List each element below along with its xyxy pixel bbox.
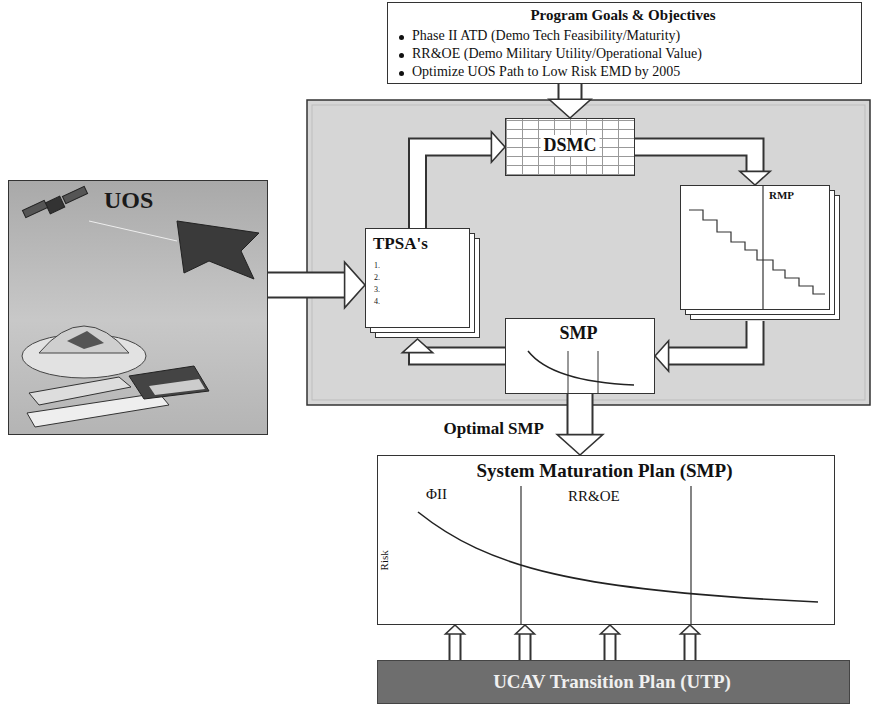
node-title: DSMC [541,135,600,156]
tpsa-stack: TPSA's 1. 2. 3. 4. [365,228,470,328]
flow-arrow [557,394,603,455]
uos-picture: UOS [8,180,268,435]
edge-label: Optimal SMP [441,419,546,439]
flow-arrow [549,84,591,118]
flow-arrow [635,147,770,185]
node-illustration [378,456,834,624]
flow-arrow [681,625,700,660]
smp-chart: SMP [505,318,655,394]
goals-box: Program Goals & ObjectivesPhase II ATD (… [387,2,862,84]
node-title: UOS [104,187,153,215]
node-text: 4. [374,297,380,306]
bullet-dot [399,71,404,76]
node-text: Risk [378,550,391,570]
node-text: RR&OE (Demo Military Utility/Operational… [412,46,702,62]
node-illustration [9,181,267,434]
process-panel [307,100,870,405]
node-text: Phase II ATD (Demo Tech Feasibility/Matu… [412,28,680,44]
flow-arrow [446,625,465,660]
node-title: TPSA's [373,234,428,254]
node-text: 1. [374,261,380,270]
node-text: 3. [374,285,380,294]
node-text: RR&OE [568,488,620,505]
flow-arrow [418,132,506,228]
rmp-stack: RMP [680,185,830,310]
flow-arrow [601,625,620,660]
node-title: SMP [506,323,651,344]
bullet-dot [399,53,404,58]
node-title: System Maturation Plan (SMP) [378,460,831,482]
maturation-plan-box: System Maturation Plan (SMP) ΦII RR&OE Risk [377,455,835,625]
transition-plan-band: UCAV Transition Plan (UTP) [377,660,850,704]
dsmc-matrix: DSMC [505,118,635,176]
flow-arrow [402,339,505,356]
bullet-dot [399,35,404,40]
node-text: Optimize UOS Path to Low Risk EMD by 200… [412,64,680,80]
node-title: Program Goals & Objectives [388,7,858,24]
node-illustration [681,186,829,309]
node-text: 2. [374,273,380,282]
flow-arrow [655,321,755,371]
node-text: ΦII [426,486,447,503]
node-title: UCAV Transition Plan (UTP) [378,671,846,693]
node-title: RMP [769,189,794,202]
panel-inner-edge [312,105,865,400]
flow-arrow [268,262,365,308]
flow-arrow [516,625,535,660]
